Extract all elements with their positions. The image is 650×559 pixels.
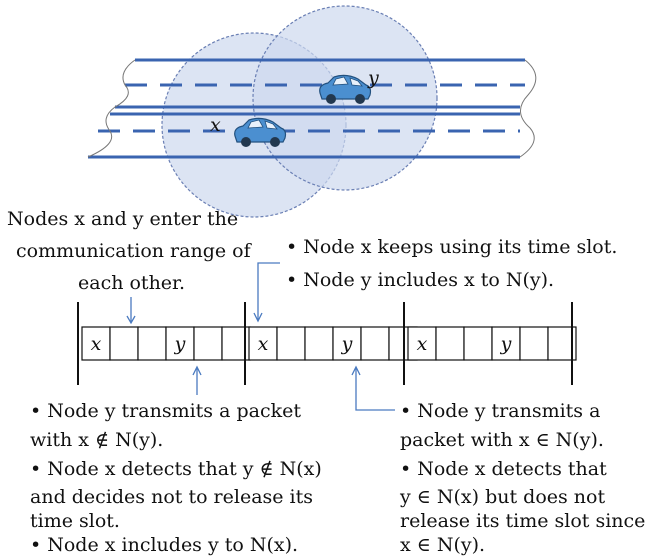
annotation-br-line-2: packet with x ∈ N(y). <box>400 429 604 451</box>
car-y-icon <box>319 74 372 104</box>
time-slot <box>491 326 521 361</box>
annotation-keep-line-1: • Node x keeps using its time slot. <box>286 236 617 258</box>
annotation-enter-line-3: each other. <box>78 272 185 294</box>
road-break-right <box>519 59 537 158</box>
annotation-keep-slot: • Node x keeps using its time slot. • No… <box>286 236 617 291</box>
time-slot <box>304 326 334 361</box>
slot-label-y: y <box>174 333 186 355</box>
annotation-transmit-without: • Node y transmits a packet with x ∉ N(y… <box>30 400 322 556</box>
arrows <box>126 262 395 411</box>
time-slot <box>463 326 493 361</box>
time-slot <box>193 326 223 361</box>
time-slot <box>519 326 549 361</box>
time-slot <box>137 326 167 361</box>
road-break-left <box>87 59 136 158</box>
slot-label-x: x <box>417 333 428 355</box>
annotation-br-line-1: • Node y transmits a <box>400 400 600 422</box>
time-slot <box>435 326 465 361</box>
time-slot <box>165 326 195 361</box>
time-slot <box>109 326 139 361</box>
slot-label-x: x <box>258 333 269 355</box>
annotation-br-line-4: y ∈ N(x) but does not <box>399 486 605 508</box>
node-label-x: x <box>210 114 221 136</box>
time-slot <box>360 326 390 361</box>
annotation-bl-line-6: • Node x includes y to N(x). <box>30 534 298 556</box>
annotation-keep-line-2: • Node y includes x to N(y). <box>286 269 554 291</box>
time-slot <box>276 326 306 361</box>
time-slot <box>81 326 111 361</box>
annotation-bl-line-2: with x ∉ N(y). <box>30 429 163 451</box>
arrow-transmit-2 <box>355 368 395 411</box>
arrow-keep <box>257 262 280 320</box>
annotation-enter-line-1: Nodes x and y enter the <box>7 208 238 230</box>
slot-label-x: x <box>91 333 102 355</box>
road <box>87 58 537 159</box>
slot-label-y: y <box>500 333 512 355</box>
node-label-y: y <box>367 67 379 89</box>
annotation-bl-line-3: • Node x detects that y ∉ N(x) <box>30 458 322 480</box>
car-x-icon <box>234 117 287 147</box>
time-slot <box>248 326 278 361</box>
annotation-br-line-3: • Node x detects that <box>400 458 607 480</box>
annotation-enter-range: Nodes x and y enter the communication ra… <box>7 208 253 294</box>
annotation-bl-line-4: and decides not to release its <box>30 486 313 508</box>
annotation-transmit-with: • Node y transmits a packet with x ∈ N(y… <box>399 400 645 556</box>
annotation-br-line-5: release its time slot since <box>400 510 645 532</box>
annotation-enter-line-2: communication range of <box>16 240 253 262</box>
annotation-br-line-6: x ∈ N(y). <box>400 534 485 556</box>
slot-label-y: y <box>341 333 353 355</box>
annotation-bl-line-1: • Node y transmits a packet <box>30 400 301 422</box>
annotation-bl-line-5: time slot. <box>30 510 120 532</box>
